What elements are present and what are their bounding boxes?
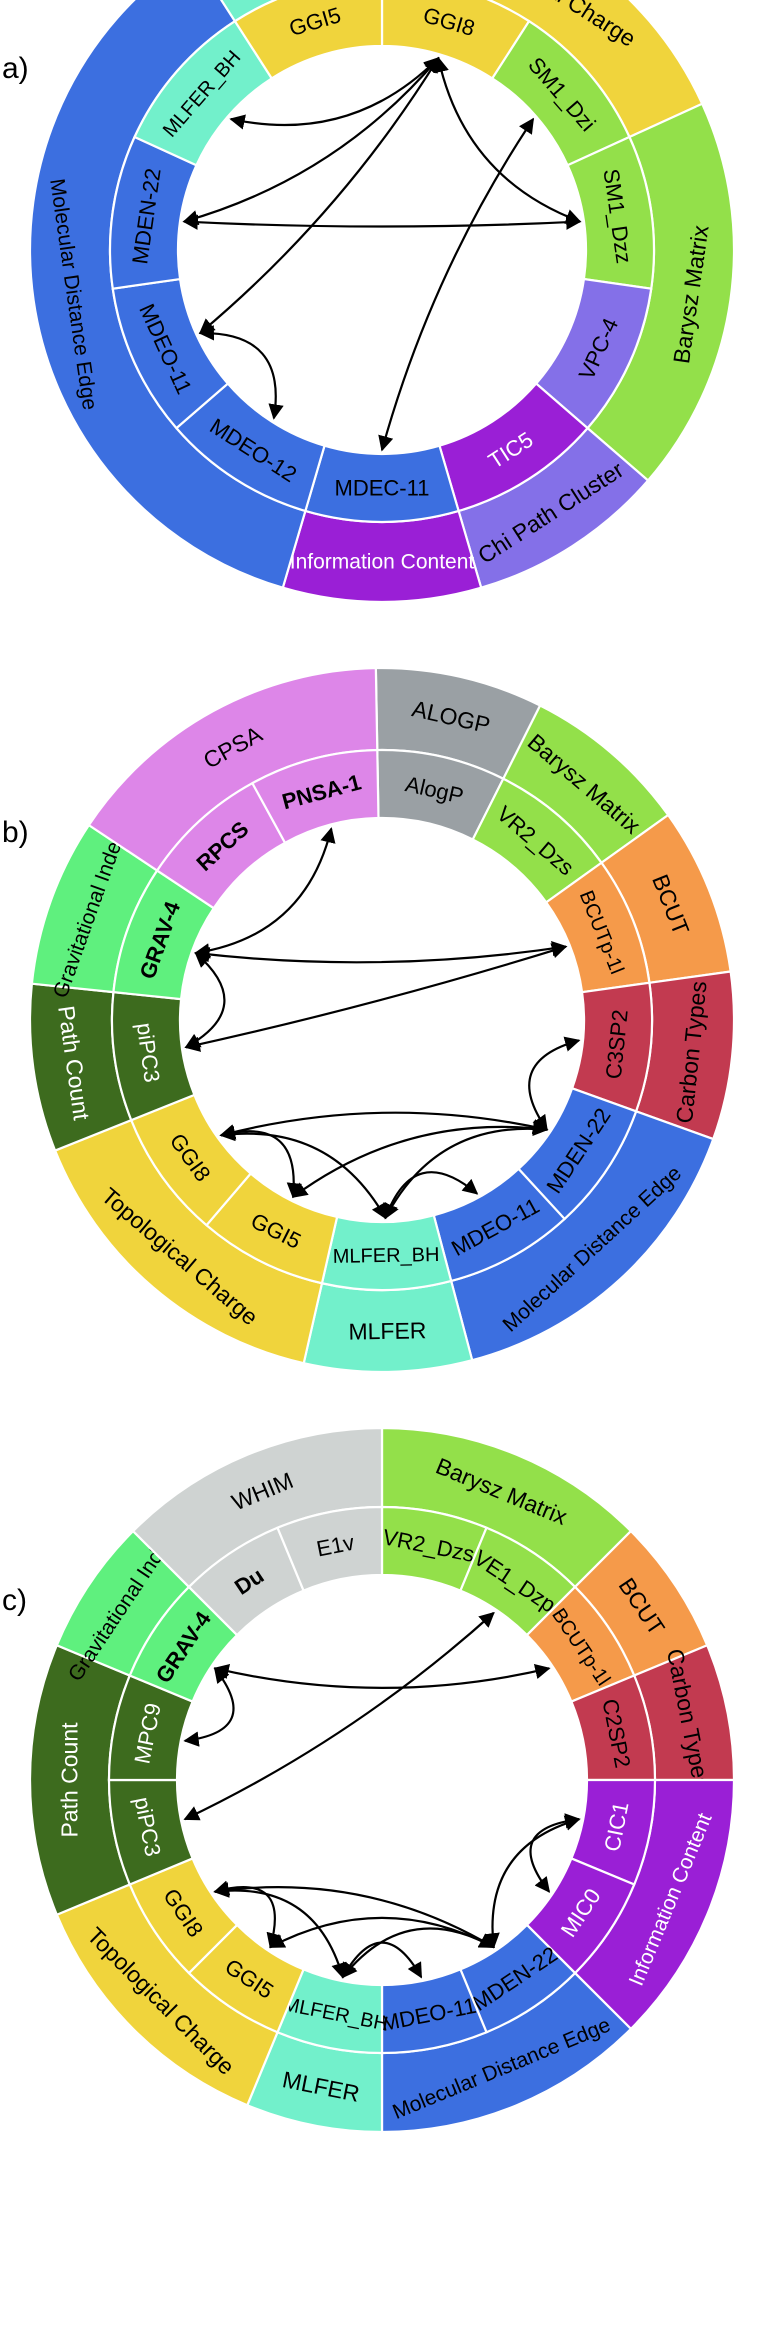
link-arrow — [268, 1916, 496, 1949]
link-arrow — [291, 1120, 549, 1198]
link-arrow — [213, 1880, 282, 1949]
link-arrow — [378, 117, 535, 452]
outer-label: MLFER — [348, 1317, 426, 1344]
outer-label: Information Content — [290, 551, 475, 574]
link-arrow — [184, 952, 226, 1049]
panel-label: a) — [2, 52, 29, 85]
link-arrow — [341, 1941, 423, 1979]
link-arrow — [383, 1171, 479, 1220]
link-arrow — [528, 1036, 581, 1131]
link-arrow — [184, 943, 568, 1052]
link-arrow — [194, 941, 568, 964]
inner-segment — [276, 1505, 384, 1593]
link-arrow — [182, 214, 582, 230]
link-arrow — [182, 56, 440, 226]
outer-label: Path Count — [57, 1722, 83, 1838]
link-arrow — [433, 56, 582, 224]
link-arrow — [183, 1611, 495, 1821]
panel-label: b) — [2, 816, 29, 849]
link-arrow — [213, 1663, 551, 1689]
inner-label: MDEC-11 — [335, 476, 430, 501]
link-arrow — [213, 1882, 495, 1949]
link-arrow — [529, 1813, 581, 1893]
link-arrow — [198, 325, 284, 420]
inner-label: MLFER_BH — [333, 1244, 440, 1268]
panel-label: c) — [2, 1584, 27, 1617]
